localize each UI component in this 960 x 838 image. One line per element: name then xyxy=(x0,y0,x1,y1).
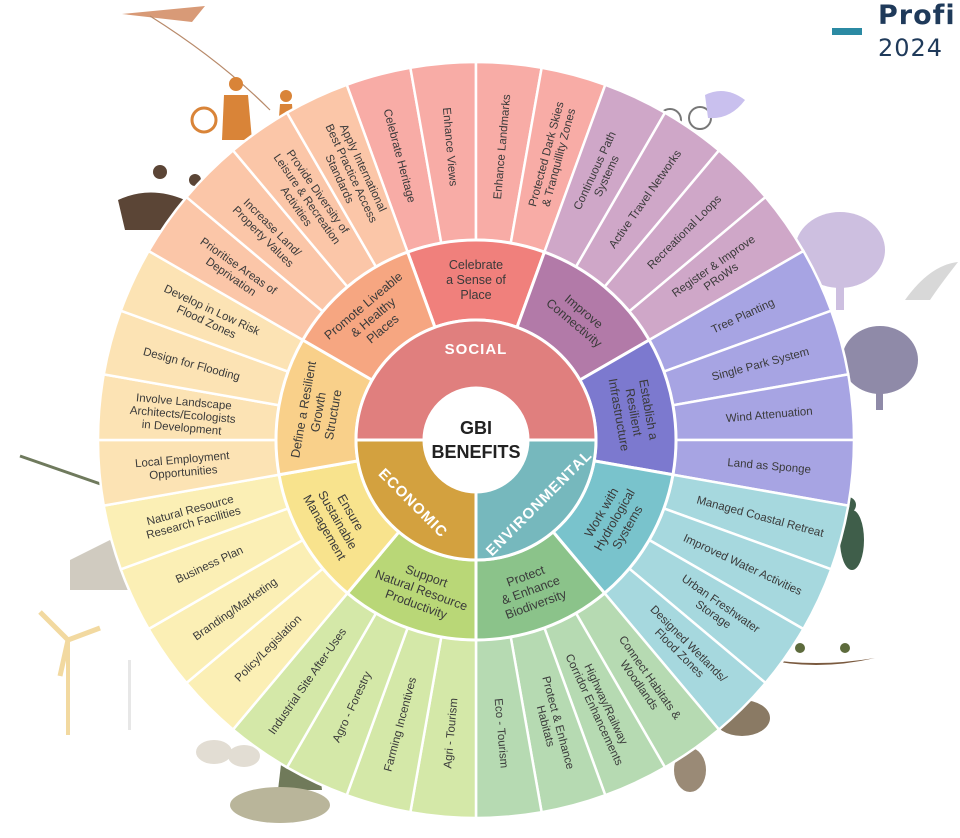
theme-label-line: Celebrate xyxy=(449,258,503,272)
kayak-icon xyxy=(760,643,875,665)
header-subtitle: 2024 xyxy=(878,34,944,62)
sheep-icon xyxy=(196,740,260,767)
center-line-2: BENEFITS xyxy=(431,442,520,462)
hare-icon xyxy=(674,748,706,792)
header-accent-bar xyxy=(832,28,862,35)
theme-label-line: Place xyxy=(460,288,491,302)
wheel-center: GBI BENEFITS xyxy=(424,388,528,492)
trees-icon xyxy=(795,212,918,410)
action-label-line: Opportunities xyxy=(149,464,218,482)
center-line-1: GBI xyxy=(460,418,492,438)
wind-turbine-icon xyxy=(38,610,131,735)
category-label-social: SOCIAL xyxy=(445,341,508,358)
page-header: Profi 2024 xyxy=(832,0,960,70)
bird-icon xyxy=(905,262,958,300)
kite-icon xyxy=(122,6,271,111)
theme-label-line: a Sense of xyxy=(446,273,506,287)
theme-label-line: Growth xyxy=(308,391,329,433)
header-title: Profi xyxy=(878,0,956,31)
